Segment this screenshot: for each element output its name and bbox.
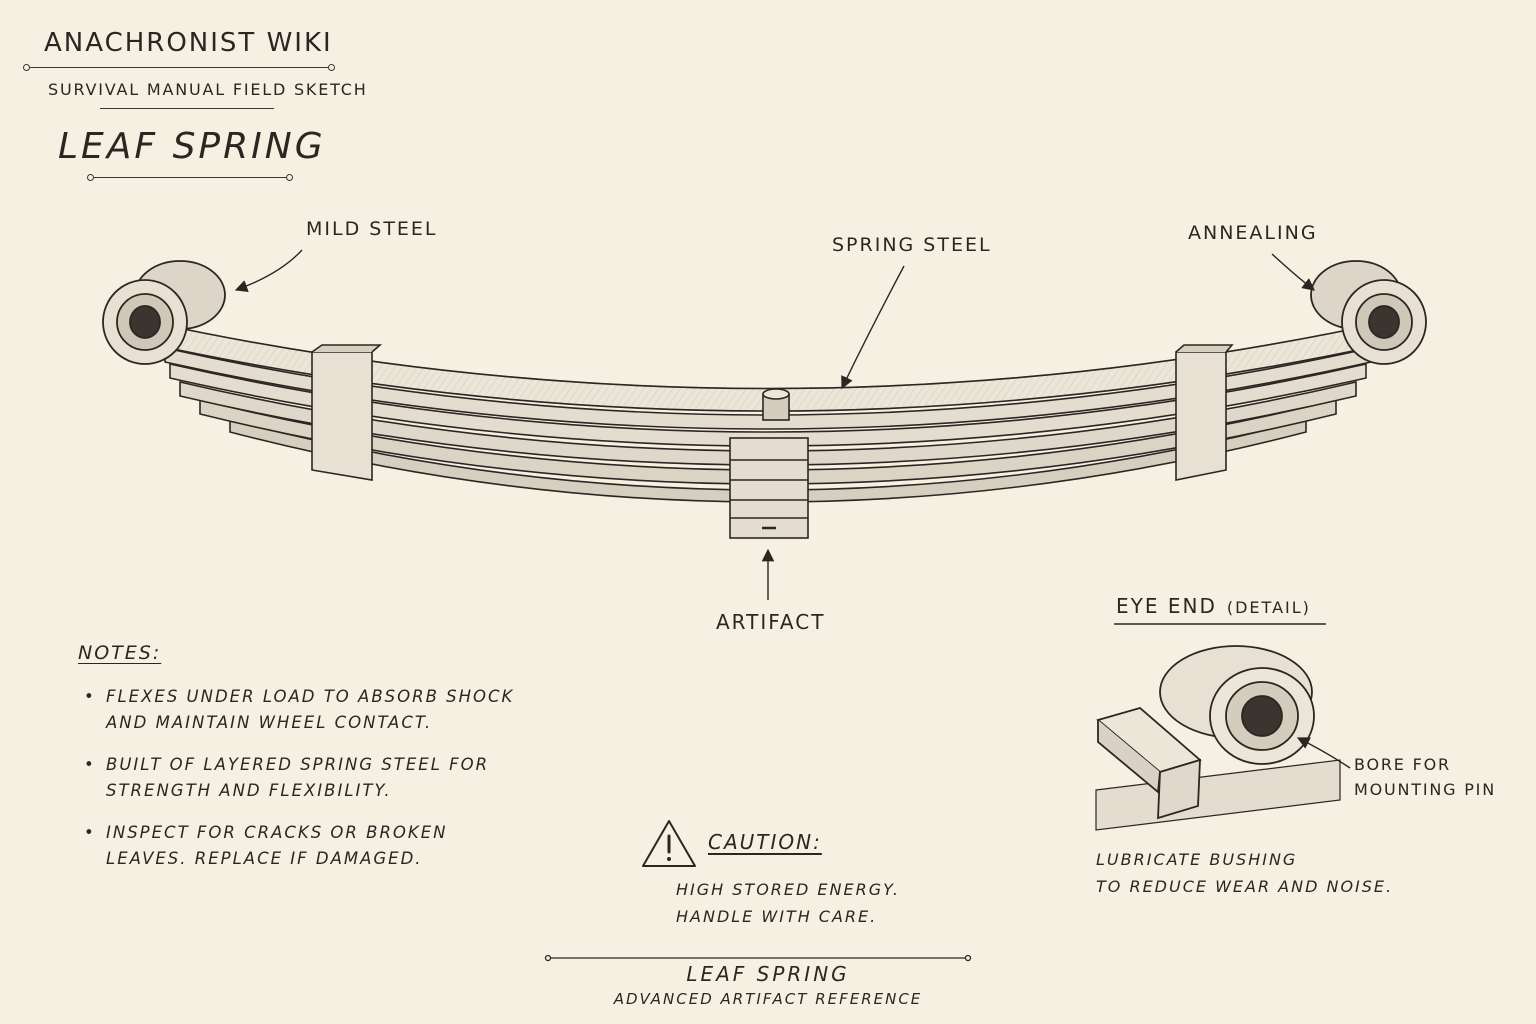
eye-detail-drawing [1095, 645, 1341, 831]
header-rule [26, 67, 332, 68]
rebound-clip-left [311, 344, 383, 481]
arrow-bore [1296, 737, 1351, 769]
title-rule-dot-left [87, 174, 94, 181]
label-spring-steel: SPRING STEEL [832, 234, 992, 256]
subtitle-rule [100, 108, 274, 109]
site-subtitle: SURVIVAL MANUAL FIELD SKETCH [48, 80, 368, 99]
note-item: FLEXES UNDER LOAD TO ABSORB SHOCK AND MA… [84, 684, 526, 736]
label-mild-steel: MILD STEEL [306, 218, 438, 240]
detail-heading-main: EYE END [1116, 594, 1217, 618]
footer-subtitle: ADVANCED ARTIFACT REFERENCE [613, 990, 923, 1008]
warning-triangle-icon [642, 820, 696, 867]
title-rule [90, 177, 290, 178]
center-bolt [762, 388, 790, 421]
detail-heading: EYE END (DETAIL) [1116, 594, 1311, 618]
detail-heading-small: (DETAIL) [1226, 598, 1311, 617]
note-item: BUILT OF LAYERED SPRING STEEL FOR STRENG… [84, 752, 526, 804]
caution-heading: CAUTION: [708, 830, 822, 854]
detail-note: LUBRICATE BUSHING TO REDUCE WEAR AND NOI… [1096, 850, 1394, 896]
site-title: ANACHRONIST WIKI [44, 28, 333, 58]
spring-eye-left [102, 260, 226, 365]
caution-body: HIGH STORED ENERGY. HANDLE WITH CARE. [676, 880, 900, 926]
notes-heading: NOTES: [78, 642, 162, 664]
label-annealing: ANNEALING [1188, 222, 1318, 244]
rebound-clip-right [1175, 344, 1234, 481]
note-item: INSPECT FOR CRACKS OR BROKEN LEAVES. REP… [84, 820, 526, 872]
spring-eye-right [1310, 260, 1427, 365]
header-rule-dot-left [23, 64, 30, 71]
title-rule-dot-right [286, 174, 293, 181]
notes-list: FLEXES UNDER LOAD TO ABSORB SHOCK AND MA… [84, 684, 526, 888]
header-rule-dot-right [328, 64, 335, 71]
center-block [729, 437, 809, 539]
bore-label: BORE FOR MOUNTING PIN [1354, 755, 1496, 799]
leaf-stack [149, 321, 1387, 503]
footer-rule [544, 954, 972, 962]
page-title: LEAF SPRING [58, 126, 326, 167]
arrow-spring-steel [841, 265, 905, 390]
footer-title: LEAF SPRING [686, 962, 850, 986]
label-artifact: ARTIFACT [716, 610, 826, 634]
arrow-annealing [1271, 253, 1315, 291]
arrow-mild-steel [234, 249, 303, 293]
